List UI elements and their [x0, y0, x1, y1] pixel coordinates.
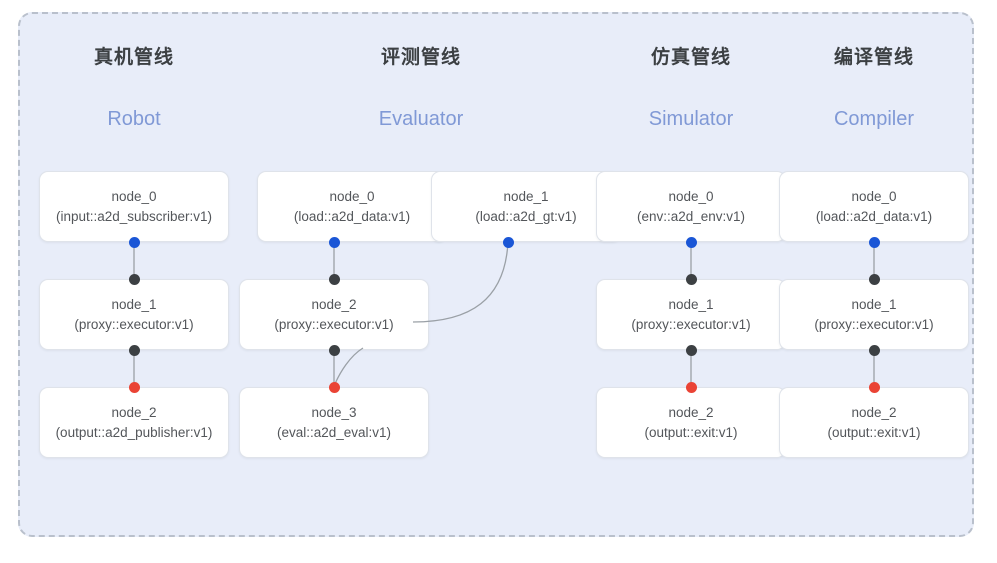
node-robot-node-2[interactable]: node_2 (output::a2d_publisher:v1) [39, 387, 229, 458]
port-output-robot-node-0[interactable] [128, 236, 140, 248]
node-sim-node-1[interactable]: node_1 (proxy::executor:v1) [596, 279, 786, 350]
node-eval-node-2[interactable]: node_2 (proxy::executor:v1) [239, 279, 429, 350]
node-type: (proxy::executor:v1) [631, 316, 751, 332]
column-robot: 真机管线 Robot [39, 46, 229, 132]
port-output-eval-node-1[interactable] [502, 236, 514, 248]
node-type: (output::exit:v1) [644, 424, 738, 440]
port-input-comp-node-1[interactable] [868, 273, 880, 285]
port-output-robot-node-1[interactable] [128, 344, 140, 356]
node-robot-node-1[interactable]: node_1 (proxy::executor:v1) [39, 279, 229, 350]
node-name: node_1 [668, 296, 714, 312]
column-title-en-compiler: Compiler [833, 108, 915, 130]
node-comp-node-0[interactable]: node_0 (load::a2d_data:v1) [779, 171, 969, 242]
node-type: (load::a2d_data:v1) [815, 208, 933, 224]
node-type: (env::a2d_env:v1) [636, 208, 746, 224]
node-type: (proxy::executor:v1) [814, 316, 934, 332]
node-name: node_0 [668, 188, 714, 204]
node-name: node_1 [851, 296, 897, 312]
column-evaluator: 评测管线 Evaluator [326, 46, 516, 132]
port-output-sim-node-0[interactable] [685, 236, 697, 248]
port-input-eval-node-2[interactable] [328, 273, 340, 285]
node-name: node_1 [503, 188, 549, 204]
port-output-eval-node-2[interactable] [328, 344, 340, 356]
port-input-robot-node-2[interactable] [128, 381, 140, 393]
node-name: node_2 [668, 404, 714, 420]
column-title-en-simulator: Simulator [648, 108, 734, 130]
column-title-cn-compiler: 编译管线 [833, 47, 914, 68]
port-input-sim-node-1[interactable] [685, 273, 697, 285]
node-comp-node-1[interactable]: node_1 (proxy::executor:v1) [779, 279, 969, 350]
node-comp-node-2[interactable]: node_2 (output::exit:v1) [779, 387, 969, 458]
node-type: (proxy::executor:v1) [74, 316, 194, 332]
node-name: node_0 [329, 188, 375, 204]
node-sim-node-0[interactable]: node_0 (env::a2d_env:v1) [596, 171, 786, 242]
port-output-comp-node-1[interactable] [868, 344, 880, 356]
node-type: (input::a2d_subscriber:v1) [55, 208, 213, 224]
column-simulator: 仿真管线 Simulator [596, 46, 786, 132]
node-name: node_2 [851, 404, 897, 420]
node-type: (eval::a2d_eval:v1) [276, 424, 392, 440]
port-output-eval-node-0[interactable] [328, 236, 340, 248]
node-eval-node-1[interactable]: node_1 (load::a2d_gt:v1) [431, 171, 621, 242]
node-name: node_3 [311, 404, 357, 420]
column-title-en-robot: Robot [107, 108, 161, 130]
column-title-cn-evaluator: 评测管线 [380, 47, 461, 68]
port-output-comp-node-0[interactable] [868, 236, 880, 248]
column-title-en-evaluator: Evaluator [378, 108, 464, 130]
port-input-robot-node-1[interactable] [128, 273, 140, 285]
node-type: (output::exit:v1) [827, 424, 921, 440]
node-name: node_0 [851, 188, 897, 204]
column-title-cn-robot: 真机管线 [93, 47, 174, 68]
column-title-cn-simulator: 仿真管线 [650, 47, 731, 68]
node-type: (load::a2d_data:v1) [293, 208, 411, 224]
node-eval-node-3[interactable]: node_3 (eval::a2d_eval:v1) [239, 387, 429, 458]
port-input-sim-node-2[interactable] [685, 381, 697, 393]
node-type: (proxy::executor:v1) [274, 316, 394, 332]
port-input-eval-node-3[interactable] [328, 381, 340, 393]
node-type: (output::a2d_publisher:v1) [55, 424, 213, 440]
node-sim-node-2[interactable]: node_2 (output::exit:v1) [596, 387, 786, 458]
node-name: node_2 [311, 296, 357, 312]
node-robot-node-0[interactable]: node_0 (input::a2d_subscriber:v1) [39, 171, 229, 242]
port-output-sim-node-1[interactable] [685, 344, 697, 356]
node-name: node_2 [111, 404, 157, 420]
port-input-comp-node-2[interactable] [868, 381, 880, 393]
column-compiler: 编译管线 Compiler [779, 46, 969, 132]
node-eval-node-0[interactable]: node_0 (load::a2d_data:v1) [257, 171, 447, 242]
node-type: (load::a2d_gt:v1) [475, 208, 577, 224]
node-name: node_0 [111, 188, 157, 204]
node-name: node_1 [111, 296, 157, 312]
